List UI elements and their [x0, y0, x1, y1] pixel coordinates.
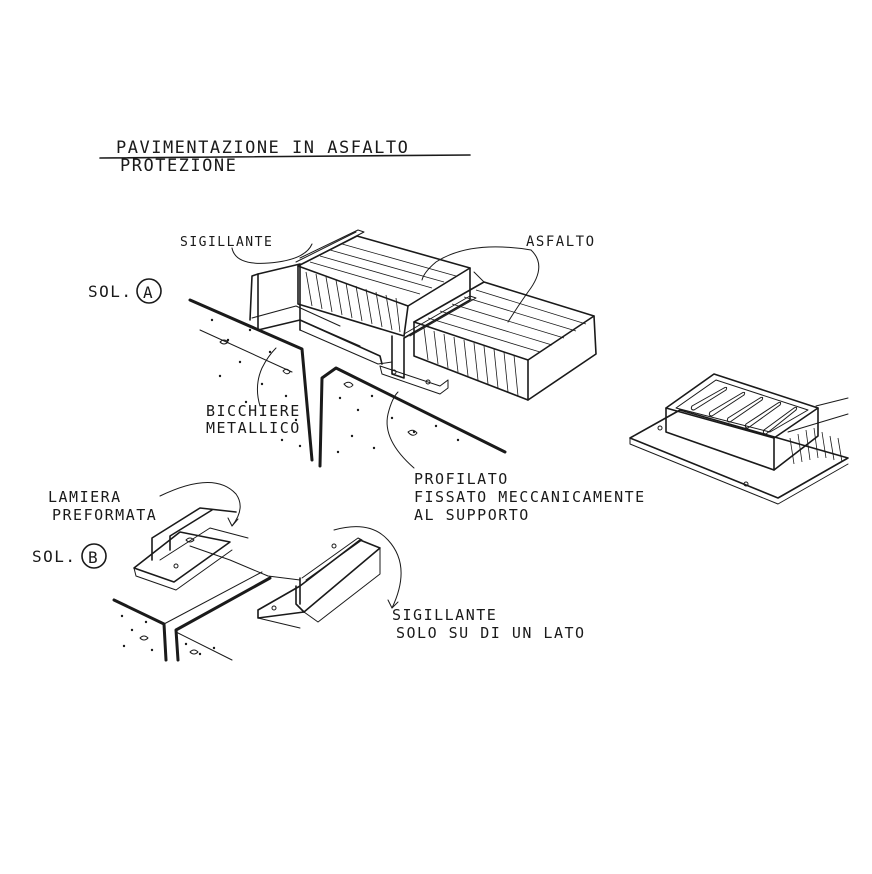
support-slab-left-a: [188, 298, 314, 462]
grating-slots: [690, 386, 798, 435]
sealant-profile-b: [257, 537, 381, 629]
leaders-b: [159, 482, 402, 609]
label-bicchiere-2: METALLICO: [206, 419, 301, 437]
leader-lamiera-arrow: [227, 517, 239, 527]
label-profilato-2: FISSATO MECCANICAMENTE: [414, 488, 646, 506]
label-lamiera-1: LAMIERA: [48, 488, 122, 506]
preformed-sheet: [133, 507, 301, 591]
leader-sigillante-a: [231, 243, 313, 264]
sol-b-letter: B: [88, 548, 99, 567]
leader-bicchiere: [256, 347, 277, 407]
leader-asfalto-1: [421, 246, 532, 281]
support-slab-b: [112, 571, 272, 662]
asphalt-block-1: [295, 229, 471, 337]
title-underline: [99, 154, 471, 159]
concrete-dots-left: [210, 318, 302, 448]
label-sigillante-b-2: SOLO SU DI UN LATO: [396, 624, 586, 642]
concrete-dots-b: [120, 614, 216, 656]
solution-b-marker: SOL. B: [32, 543, 107, 569]
leader-profilato: [386, 391, 415, 469]
label-asfalto: ASFALTO: [526, 234, 596, 250]
label-bicchiere-1: BICCHIERE: [206, 402, 301, 420]
title-line-1: PAVIMENTAZIONE IN ASFALTO: [116, 138, 409, 158]
leader-sigillante-b: [333, 526, 402, 609]
sol-a-circle: [136, 278, 162, 304]
label-sigillante-a: SIGILLANTE: [180, 235, 273, 250]
label-profilato-1: PROFILATO: [414, 470, 509, 488]
leader-sigillante-b-arrow: [387, 599, 399, 609]
support-slab-right-a: [318, 366, 507, 468]
label-sigillante-b-1: SIGILLANTE: [392, 606, 497, 624]
sol-a-prefix: SOL.: [88, 282, 133, 301]
sol-b-prefix: SOL.: [32, 547, 77, 566]
sol-a-letter: A: [143, 283, 154, 302]
labels-b: LAMIERA PREFORMATA SIGILLANTE SOLO SU DI…: [48, 488, 586, 642]
grating-side-hatch: [789, 427, 843, 465]
title-line-2: PROTEZIONE: [120, 156, 237, 176]
central-profile: [379, 267, 471, 395]
leader-lamiera: [159, 482, 241, 527]
title-block: PAVIMENTAZIONE IN ASFALTO PROTEZIONE: [99, 138, 471, 176]
leader-asfalto-2: [507, 249, 540, 323]
label-profilato-3: AL SUPPORTO: [414, 506, 530, 524]
solution-a-marker: SOL. A: [88, 278, 162, 304]
asphalt-block-2: [403, 271, 597, 401]
leaders-a: [231, 243, 540, 469]
grating-detail: [629, 373, 849, 505]
sol-b-circle: [81, 543, 107, 569]
labels-a: SIGILLANTE ASFALTO BICCHIERE METALLICO P…: [180, 234, 646, 524]
metal-cup: [249, 263, 393, 365]
label-lamiera-2: PREFORMATA: [52, 506, 157, 524]
concrete-dots-right: [336, 394, 460, 454]
